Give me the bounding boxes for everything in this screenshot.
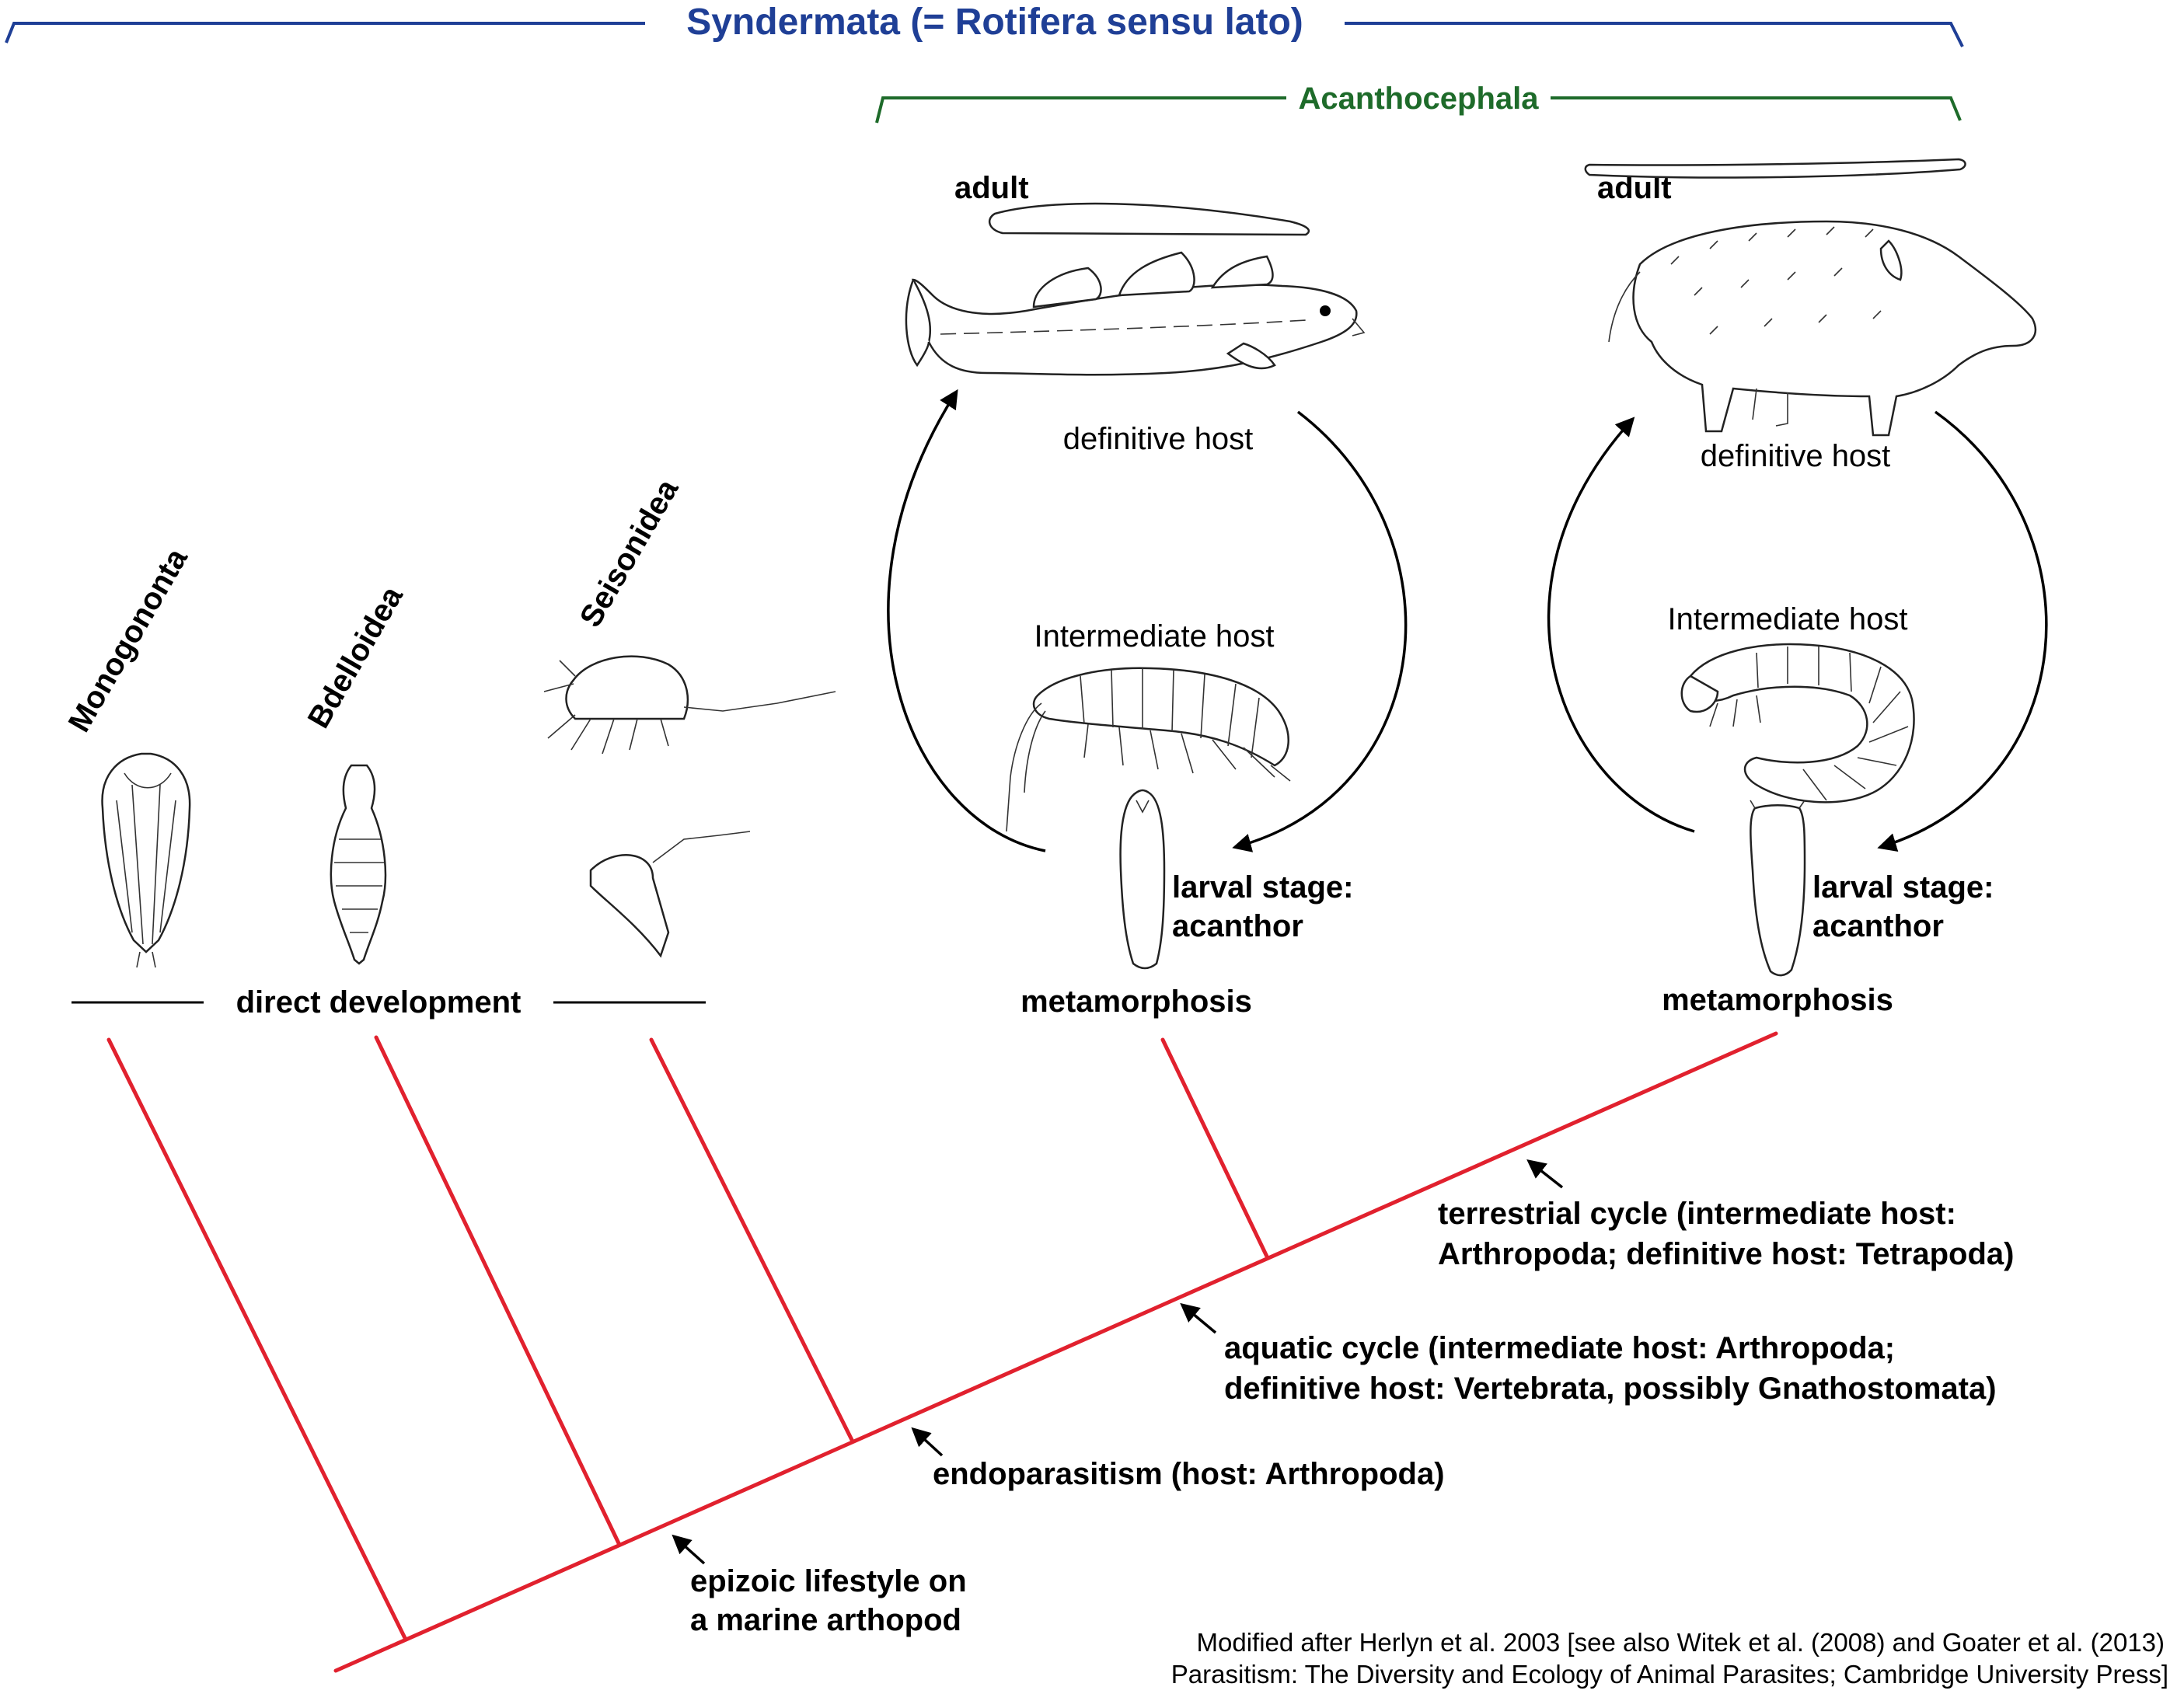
terrestrial-cycle: adult definitive host Intermediate host …	[1547, 158, 2048, 1017]
phylogenetic-tree	[106, 1031, 1778, 1673]
credit-line1: Modified after Herlyn et al. 2003 [see a…	[1197, 1628, 2165, 1657]
acanthocephala-label: Acanthocephala	[1299, 82, 1540, 116]
syndermata-bracket: Syndermata (= Rotifera sensu lato)	[5, 2, 1964, 47]
terrestrial-definitive-host-label: definitive host	[1701, 439, 1891, 473]
terrestrial-cycle-line2: Arthropoda; definitive host: Tetrapoda)	[1438, 1237, 2014, 1271]
taxon-monogononta: Monogononta	[62, 542, 195, 738]
epizoic-line2: a marine arthopod	[690, 1603, 961, 1637]
aquatic-cycle-arrow-right	[1232, 410, 1408, 852]
acanthor-aquatic-drawing	[1119, 789, 1166, 970]
seisonidea-drawing	[543, 655, 836, 958]
source-credit: Modified after Herlyn et al. 2003 [see a…	[1171, 1628, 2168, 1689]
aquatic-cycle: adult definitive host Intermediate host	[887, 171, 1408, 1019]
taxon-seisonidea: Seisonidea	[574, 473, 686, 633]
epizoic-line1: epizoic lifestyle on	[690, 1564, 967, 1598]
branch-acanthocephala-aquatic	[1160, 1037, 1269, 1259]
terrestrial-cycle-line1: terrestrial cycle (intermediate host:	[1438, 1197, 1956, 1231]
adult-worm-terrestrial	[1584, 158, 1966, 179]
credit-line2: Parasitism: The Diversity and Ecology of…	[1171, 1660, 2168, 1689]
aquatic-definitive-host-label: definitive host	[1063, 422, 1254, 456]
boar-drawing	[1608, 220, 2037, 437]
aquatic-intermediate-host-label: Intermediate host	[1034, 619, 1274, 654]
terrestrial-larval-stage-line1: larval stage:	[1812, 870, 1994, 905]
amphipod-drawing	[1006, 667, 1291, 832]
arrow-endoparasitism	[911, 1427, 944, 1457]
aquatic-metamorphosis-label: metamorphosis	[1020, 985, 1252, 1019]
aquatic-cycle-line1: aquatic cycle (intermediate host: Arthro…	[1224, 1331, 1895, 1365]
aquatic-cycle-line2: definitive host: Vertebrata, possibly Gn…	[1224, 1372, 1997, 1406]
terrestrial-cycle-arrow-left	[1547, 417, 1695, 833]
tree-annotations: terrestrial cycle (intermediate host: Ar…	[672, 1159, 2014, 1637]
terrestrial-metamorphosis-label: metamorphosis	[1662, 983, 1893, 1017]
branch-seisonidea	[649, 1037, 854, 1442]
direct-development: direct development	[72, 985, 706, 1020]
branch-monogononta	[106, 1037, 408, 1642]
arrow-epizoic	[672, 1534, 706, 1565]
arrow-aquatic	[1180, 1302, 1217, 1334]
aquatic-cycle-arrow-left	[887, 389, 1046, 852]
direct-development-label: direct development	[236, 985, 522, 1020]
endoparasitism-label: endoparasitism (host: Arthropoda)	[933, 1457, 1445, 1491]
terrestrial-larval-stage-line2: acanthor	[1812, 909, 1944, 943]
terrestrial-cycle-arrow-right	[1877, 410, 2048, 852]
tree-backbone	[333, 1031, 1778, 1673]
grub-drawing	[1680, 643, 1915, 803]
aquatic-larval-stage-line1: larval stage:	[1172, 870, 1353, 905]
adult-worm-aquatic	[988, 202, 1310, 236]
arrow-terrestrial	[1526, 1159, 1564, 1189]
branch-bdelloidea	[374, 1035, 621, 1546]
taxon-bdelloidea: Bdelloidea	[302, 580, 410, 734]
monogononta-drawing	[101, 752, 191, 968]
bdelloidea-drawing	[330, 764, 387, 965]
terrestrial-intermediate-host-label: Intermediate host	[1667, 602, 1907, 636]
acanthor-terrestrial-drawing	[1750, 800, 1806, 977]
syndermata-label: Syndermata (= Rotifera sensu lato)	[686, 2, 1303, 43]
aquatic-larval-stage-line2: acanthor	[1172, 909, 1303, 943]
aquatic-adult-label: adult	[954, 171, 1029, 205]
fish-drawing	[905, 251, 1366, 376]
acanthocephala-bracket: Acanthocephala	[875, 82, 1962, 124]
